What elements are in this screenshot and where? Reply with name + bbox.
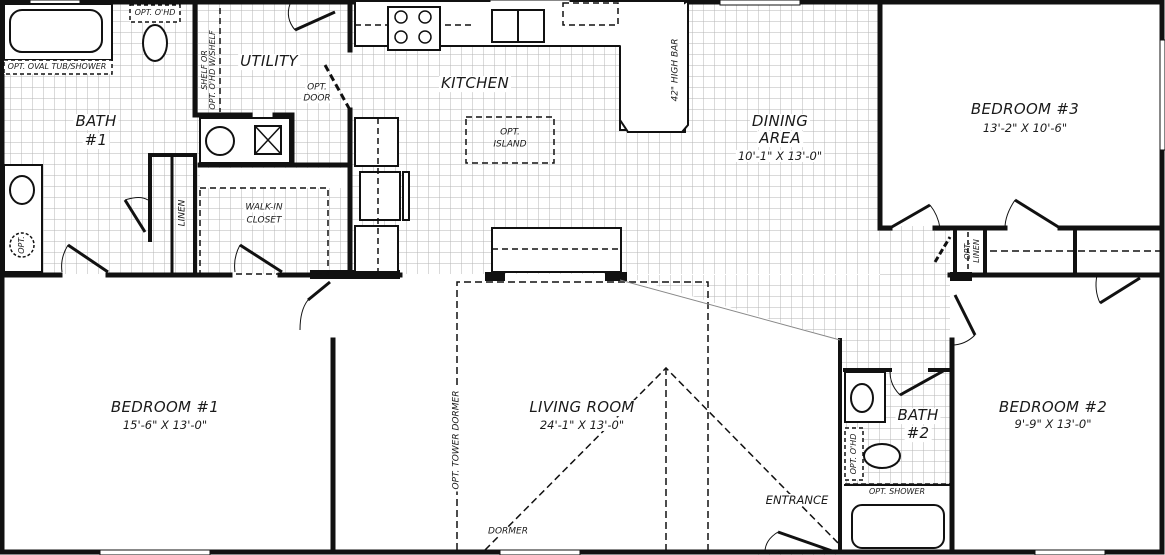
linen-label: LINEN <box>177 199 188 227</box>
opt-ohd-bath1: OPT. O'HD <box>132 7 178 18</box>
bedroom3-label: BEDROOM #3 <box>968 100 1082 119</box>
bath2-label: BATH <box>895 406 941 425</box>
opt-ohd-bath2: OPT. O'HD <box>848 433 858 475</box>
opt-oval-tub-label: OPT. OVAL TUB/SHOWER <box>5 61 109 72</box>
walkin-closet-label: WALK-IN <box>243 202 285 213</box>
utility-label: UTILITY <box>238 52 300 71</box>
kitchen-label: KITCHEN <box>439 74 511 93</box>
living-room-label: LIVING ROOM <box>527 398 637 417</box>
bedroom3-dimensions: 13'-2" X 10'-6" <box>980 120 1070 135</box>
bath2-number: #2 <box>904 424 932 443</box>
dining-label: DINING <box>749 112 811 131</box>
bedroom1-dimensions: 15'-6" X 13'-0" <box>120 417 210 432</box>
high-bar-label: 42" HIGH BAR <box>670 38 681 102</box>
bedroom2-dimensions: 9'-9" X 13'-0" <box>1012 416 1094 431</box>
opt-door-label-2: DOOR <box>301 93 333 104</box>
opt-shower-label: OPT. SHOWER <box>866 486 928 497</box>
bedroom1-label: BEDROOM #1 <box>108 398 222 417</box>
opt-linen-label-2: LINEN <box>971 239 981 263</box>
opt-sink-label: OPT. <box>16 236 26 254</box>
dining-label-2: AREA <box>757 129 803 148</box>
bedroom2-label: BEDROOM #2 <box>996 398 1110 417</box>
shelf-label-2: OPT. O'HD W/SHELF <box>207 30 217 110</box>
opt-island-label: OPT. <box>500 127 520 138</box>
walkin-closet-label-2: CLOSET <box>244 215 284 226</box>
bath1-number: #1 <box>82 131 110 150</box>
dormer-label: DORMER <box>486 526 530 537</box>
opt-door-label: OPT. <box>305 82 329 93</box>
opt-island-label-2: ISLAND <box>493 139 527 150</box>
bath1-label: BATH <box>73 112 119 131</box>
fixtures <box>3 2 1162 549</box>
living-room-dimensions: 24'-1" X 13'-0" <box>537 417 627 432</box>
opt-tower-dormer-label: OPT. TOWER DORMER <box>451 388 462 492</box>
entrance-label: ENTRANCE <box>763 492 831 507</box>
doors <box>61 3 1141 554</box>
dining-dimensions: 10'-1" X 13'-0" <box>735 148 825 163</box>
